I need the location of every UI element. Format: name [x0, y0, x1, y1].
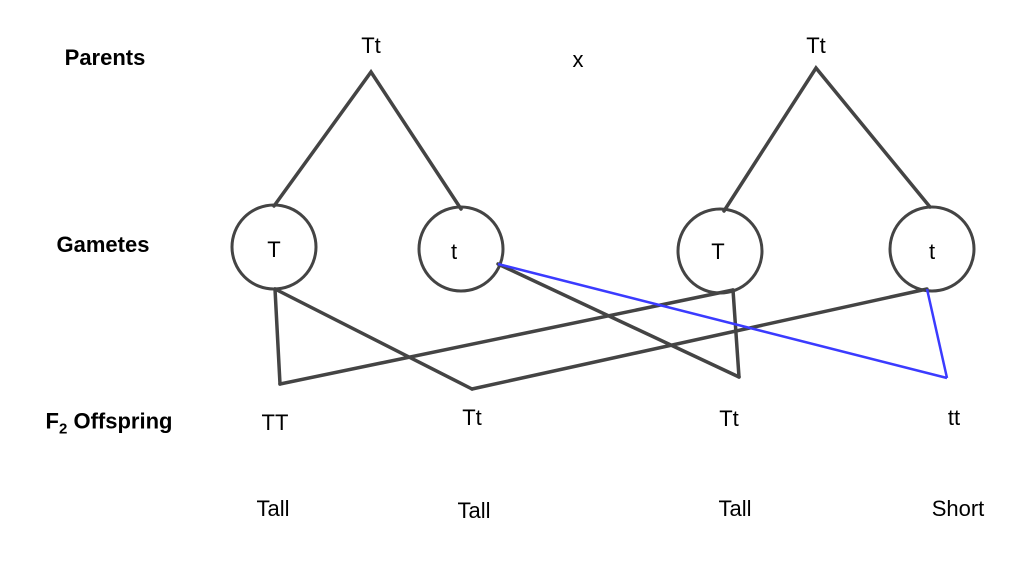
highlight-line: [497, 262, 948, 380]
offspring-genotype: Tt: [462, 405, 482, 430]
gamete-label: t: [928, 239, 936, 264]
cross-line: [273, 287, 474, 391]
offspring-genotype: tt: [947, 405, 961, 430]
cross-line: [278, 288, 735, 386]
label-gametes: Gametes: [56, 232, 150, 257]
cross-line: [470, 287, 929, 391]
parent-right: Tt: [806, 33, 826, 58]
gamete-circle: [888, 205, 976, 293]
offspring-phenotype: Tall: [457, 498, 491, 523]
offspring-genotype: Tt: [719, 406, 739, 431]
offspring-phenotype: Short: [931, 496, 985, 521]
parent-right-branch: [722, 65, 932, 213]
gamete-label: T: [267, 237, 281, 262]
gamete-label: T: [711, 239, 725, 264]
parent-left-branch: [272, 68, 463, 211]
cross-line: [731, 288, 741, 379]
offspring-phenotype: Tall: [718, 496, 752, 521]
offspring-phenotype: Tall: [256, 496, 290, 521]
cross-line: [273, 287, 282, 386]
cross-symbol: x: [572, 47, 584, 72]
gamete-circle: [417, 205, 505, 293]
highlight-line: [925, 288, 949, 379]
label-offspring: F2 Offspring: [46, 408, 173, 437]
label-parents: Parents: [64, 45, 146, 70]
gamete-label: t: [450, 239, 458, 264]
offspring-genotype: TT: [261, 410, 289, 435]
f-subscript: 2: [59, 420, 68, 438]
parent-left: Tt: [361, 33, 381, 58]
cross-line: [496, 262, 741, 379]
offspring-word: Offspring: [67, 408, 173, 434]
f-letter: F: [45, 408, 59, 434]
